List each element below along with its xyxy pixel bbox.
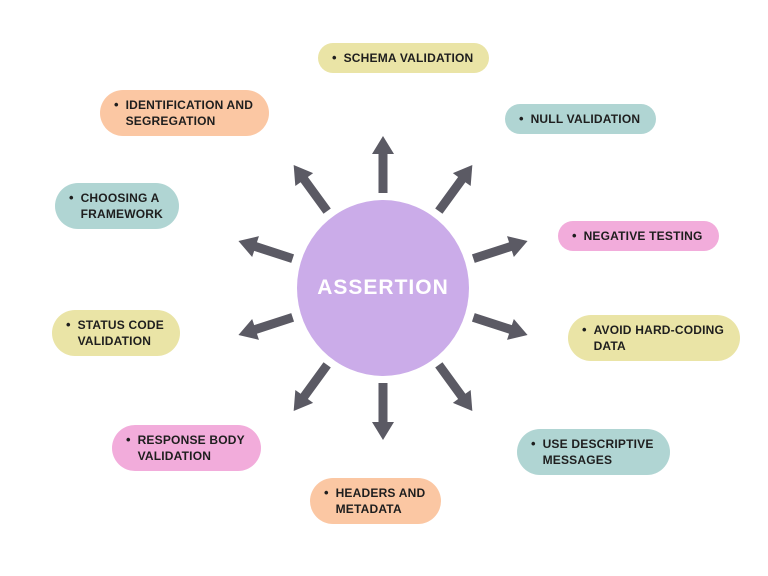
node-choosing-a-framework: • CHOOSING A FRAMEWORK xyxy=(55,183,180,229)
arrow-icon xyxy=(435,362,473,411)
node-label: IDENTIFICATION AND SEGREGATION xyxy=(125,98,254,128)
arrow-icon xyxy=(435,165,473,214)
node-status-code-validation: • STATUS CODE VALIDATION xyxy=(52,310,180,356)
bullet-icon: • xyxy=(69,190,74,205)
bullet-icon: • xyxy=(519,111,524,126)
bullet-icon: • xyxy=(66,317,71,332)
node-null-validation: • NULL VALIDATION xyxy=(505,104,657,134)
arrow-icon xyxy=(372,383,394,440)
arrow-icon xyxy=(471,236,528,263)
node-use-descriptive-messages: • USE DESCRIPTIVE MESSAGES xyxy=(517,429,670,475)
node-label: HEADERS AND METADATA xyxy=(335,486,426,516)
node-label: USE DESCRIPTIVE MESSAGES xyxy=(542,437,654,467)
bullet-icon: • xyxy=(572,228,577,243)
node-label: SCHEMA VALIDATION xyxy=(343,51,474,65)
node-label: NEGATIVE TESTING xyxy=(583,229,703,243)
arrow-icon xyxy=(372,136,394,193)
node-label: AVOID HARD-CODING DATA xyxy=(593,323,725,353)
node-headers-and-metadata: • HEADERS AND METADATA xyxy=(310,478,442,524)
arrow-icon xyxy=(238,313,295,340)
bullet-icon: • xyxy=(531,436,536,451)
node-response-body-validation: • RESPONSE BODY VALIDATION xyxy=(112,425,261,471)
bullet-icon: • xyxy=(114,97,119,112)
node-label: RESPONSE BODY VALIDATION xyxy=(137,433,245,463)
bullet-icon: • xyxy=(582,322,587,337)
arrow-icon xyxy=(238,236,295,263)
node-negative-testing: • NEGATIVE TESTING xyxy=(558,221,719,251)
arrow-icon xyxy=(471,313,528,340)
node-identification-and-segregation: • IDENTIFICATION AND SEGREGATION xyxy=(100,90,270,136)
node-label: CHOOSING A FRAMEWORK xyxy=(80,191,164,221)
node-avoid-hard-coding-data: • AVOID HARD-CODING DATA xyxy=(568,315,741,361)
node-schema-validation: • SCHEMA VALIDATION xyxy=(318,43,490,73)
arrow-icon xyxy=(293,165,331,214)
center-title: ASSERTION xyxy=(317,276,449,299)
center-circle: ASSERTION xyxy=(297,200,469,376)
bullet-icon: • xyxy=(332,50,337,65)
arrow-icon xyxy=(293,362,331,411)
bullet-icon: • xyxy=(126,432,131,447)
node-label: NULL VALIDATION xyxy=(530,112,641,126)
bullet-icon: • xyxy=(324,485,329,500)
node-label: STATUS CODE VALIDATION xyxy=(77,318,164,348)
